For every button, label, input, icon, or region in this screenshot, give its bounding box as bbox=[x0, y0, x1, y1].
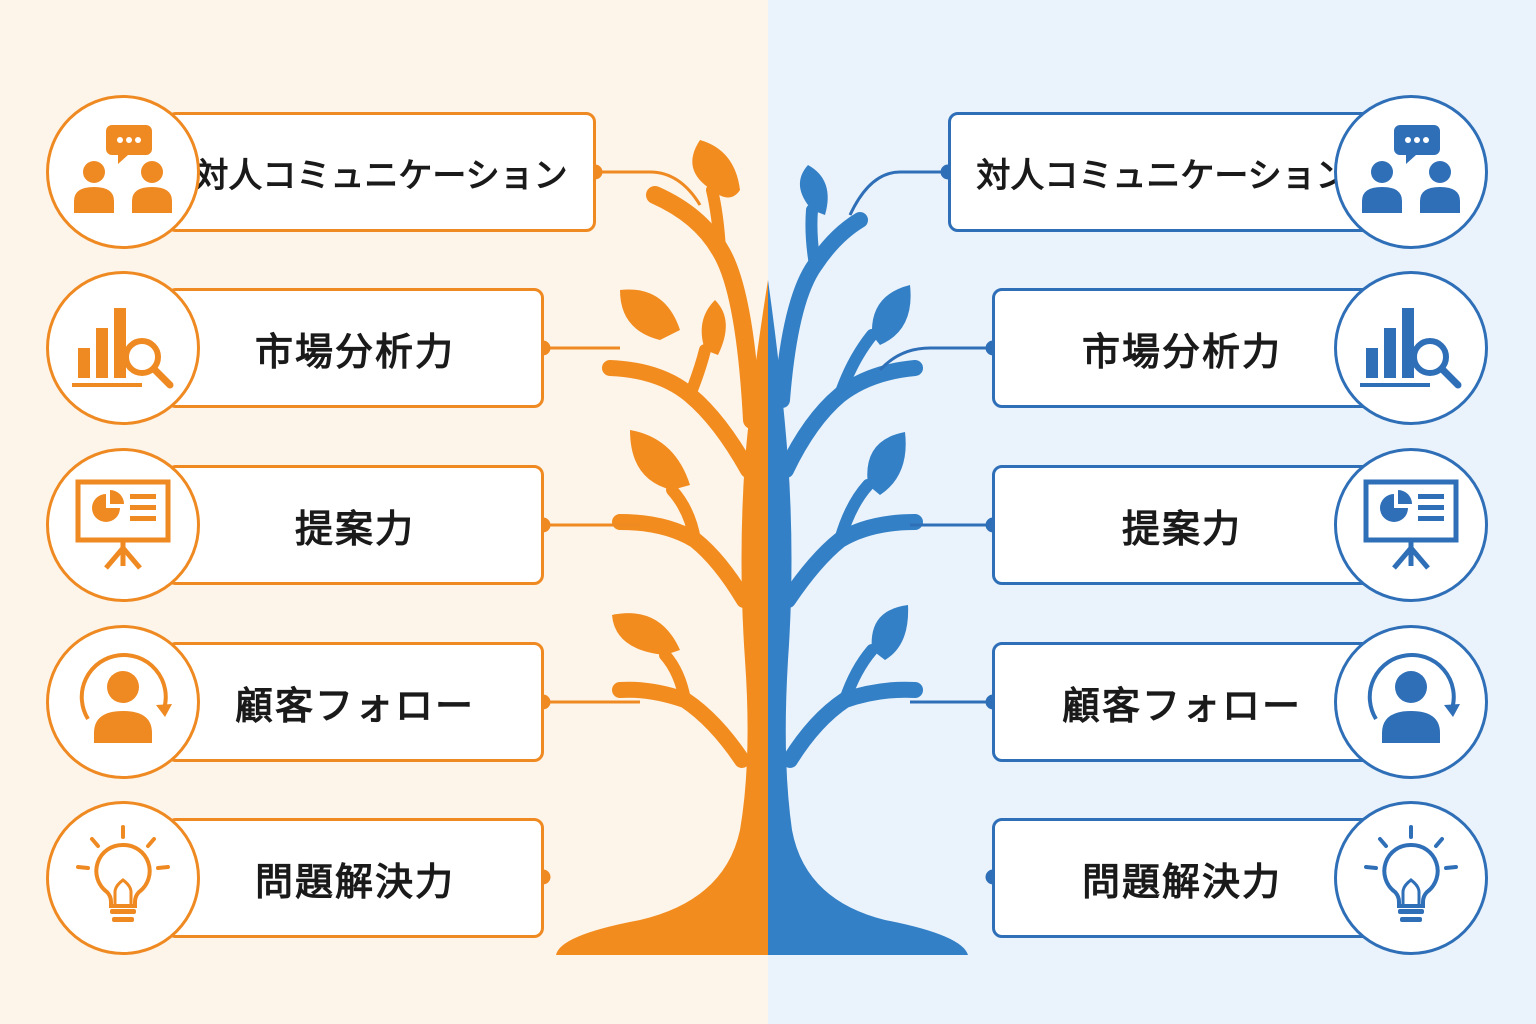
left-skill-label-4: 顧客フォロー bbox=[234, 683, 475, 728]
left-branch-twig-2 bbox=[684, 344, 711, 401]
left-branch-3 bbox=[612, 514, 752, 608]
left-tree bbox=[556, 140, 768, 955]
right-branch-4 bbox=[782, 681, 923, 768]
left-skill-box-5: 問題解決力 bbox=[166, 818, 544, 938]
person-cycle-icon bbox=[1356, 647, 1466, 757]
right-branch-twig-3 bbox=[834, 479, 874, 546]
left-skill-label-1: 対人コミュニケーション bbox=[194, 155, 568, 196]
right-leaf-1 bbox=[799, 165, 828, 215]
left-leaf-3 bbox=[620, 289, 680, 340]
right-skill-box-5: 問題解決力 bbox=[992, 818, 1372, 938]
right-skill-label-5: 問題解決力 bbox=[1081, 859, 1282, 904]
right-skill-label-3: 提案力 bbox=[1121, 506, 1242, 551]
right-skill-row-3: 提案力 bbox=[992, 465, 1488, 585]
right-skill-box-2: 市場分析力 bbox=[992, 288, 1372, 408]
right-skill-row-1: 対人コミュニケーション bbox=[948, 112, 1488, 232]
left-icon-circle-3 bbox=[46, 448, 200, 602]
left-skill-row-1: 対人コミュニケーション bbox=[46, 112, 596, 232]
left-icon-circle-1 bbox=[46, 95, 200, 249]
left-branch-twig-3 bbox=[666, 484, 701, 546]
right-skill-row-5: 問題解決力 bbox=[992, 818, 1488, 938]
right-trunk bbox=[768, 280, 968, 955]
right-skill-row-2: 市場分析力 bbox=[992, 288, 1488, 408]
right-skill-row-4: 顧客フォロー bbox=[992, 642, 1488, 762]
left-leaf-5 bbox=[612, 613, 680, 655]
left-branch-twig-4 bbox=[659, 649, 691, 706]
right-skill-box-1: 対人コミュニケーション bbox=[948, 112, 1378, 232]
left-branch-1 bbox=[646, 186, 761, 429]
right-branch-3 bbox=[780, 514, 923, 608]
left-leaf-1 bbox=[692, 140, 740, 198]
right-connector-2 bbox=[878, 346, 993, 372]
chart-magnifier-icon bbox=[1356, 293, 1466, 403]
left-skill-label-2: 市場分析力 bbox=[254, 329, 455, 374]
person-cycle-icon bbox=[68, 647, 178, 757]
left-branch-twig-1 bbox=[706, 184, 726, 256]
left-skill-box-3: 提案力 bbox=[166, 465, 544, 585]
lightbulb-icon bbox=[68, 823, 178, 933]
left-skill-row-5: 問題解決力 bbox=[46, 818, 546, 938]
left-icon-circle-2 bbox=[46, 271, 200, 425]
left-icon-circle-4 bbox=[46, 625, 200, 779]
presentation-board-icon bbox=[68, 470, 178, 580]
right-icon-circle-3 bbox=[1334, 448, 1488, 602]
left-skill-row-4: 顧客フォロー bbox=[46, 642, 546, 762]
right-leaf-3 bbox=[867, 432, 906, 495]
left-skill-label-3: 提案力 bbox=[294, 506, 415, 551]
right-branch-twig-4 bbox=[839, 644, 878, 706]
left-connector-1 bbox=[595, 170, 702, 206]
left-branch-2 bbox=[602, 360, 756, 478]
people-chat-icon bbox=[68, 117, 178, 227]
lightbulb-icon bbox=[1356, 823, 1466, 933]
right-connector-1 bbox=[848, 170, 948, 216]
right-branch-twig-1 bbox=[805, 204, 821, 271]
right-tree bbox=[768, 165, 968, 955]
right-skill-label-4: 顧客フォロー bbox=[1061, 683, 1302, 728]
right-skill-box-4: 顧客フォロー bbox=[992, 642, 1372, 762]
right-icon-circle-5 bbox=[1334, 801, 1488, 955]
right-skill-box-3: 提案力 bbox=[992, 465, 1372, 585]
chart-magnifier-icon bbox=[68, 293, 178, 403]
right-skill-label-1: 対人コミュニケーション bbox=[976, 155, 1350, 196]
right-icon-circle-2 bbox=[1334, 271, 1488, 425]
left-skill-label-5: 問題解決力 bbox=[254, 859, 455, 904]
right-skill-label-2: 市場分析力 bbox=[1081, 329, 1282, 374]
right-leaf-4 bbox=[871, 605, 909, 660]
left-skill-box-1: 対人コミュニケーション bbox=[166, 112, 596, 232]
presentation-board-icon bbox=[1356, 470, 1466, 580]
right-icon-circle-1 bbox=[1334, 95, 1488, 249]
left-skill-box-2: 市場分析力 bbox=[166, 288, 544, 408]
people-chat-icon bbox=[1356, 117, 1466, 227]
left-trunk bbox=[556, 280, 768, 955]
left-skill-box-4: 顧客フォロー bbox=[166, 642, 544, 762]
left-skill-row-2: 市場分析力 bbox=[46, 288, 546, 408]
right-branch-twig-2 bbox=[834, 329, 878, 401]
right-leaf-2 bbox=[871, 285, 911, 345]
left-icon-circle-5 bbox=[46, 801, 200, 955]
left-leaf-4 bbox=[630, 430, 690, 490]
right-icon-circle-4 bbox=[1334, 625, 1488, 779]
left-leaf-2 bbox=[701, 300, 726, 355]
